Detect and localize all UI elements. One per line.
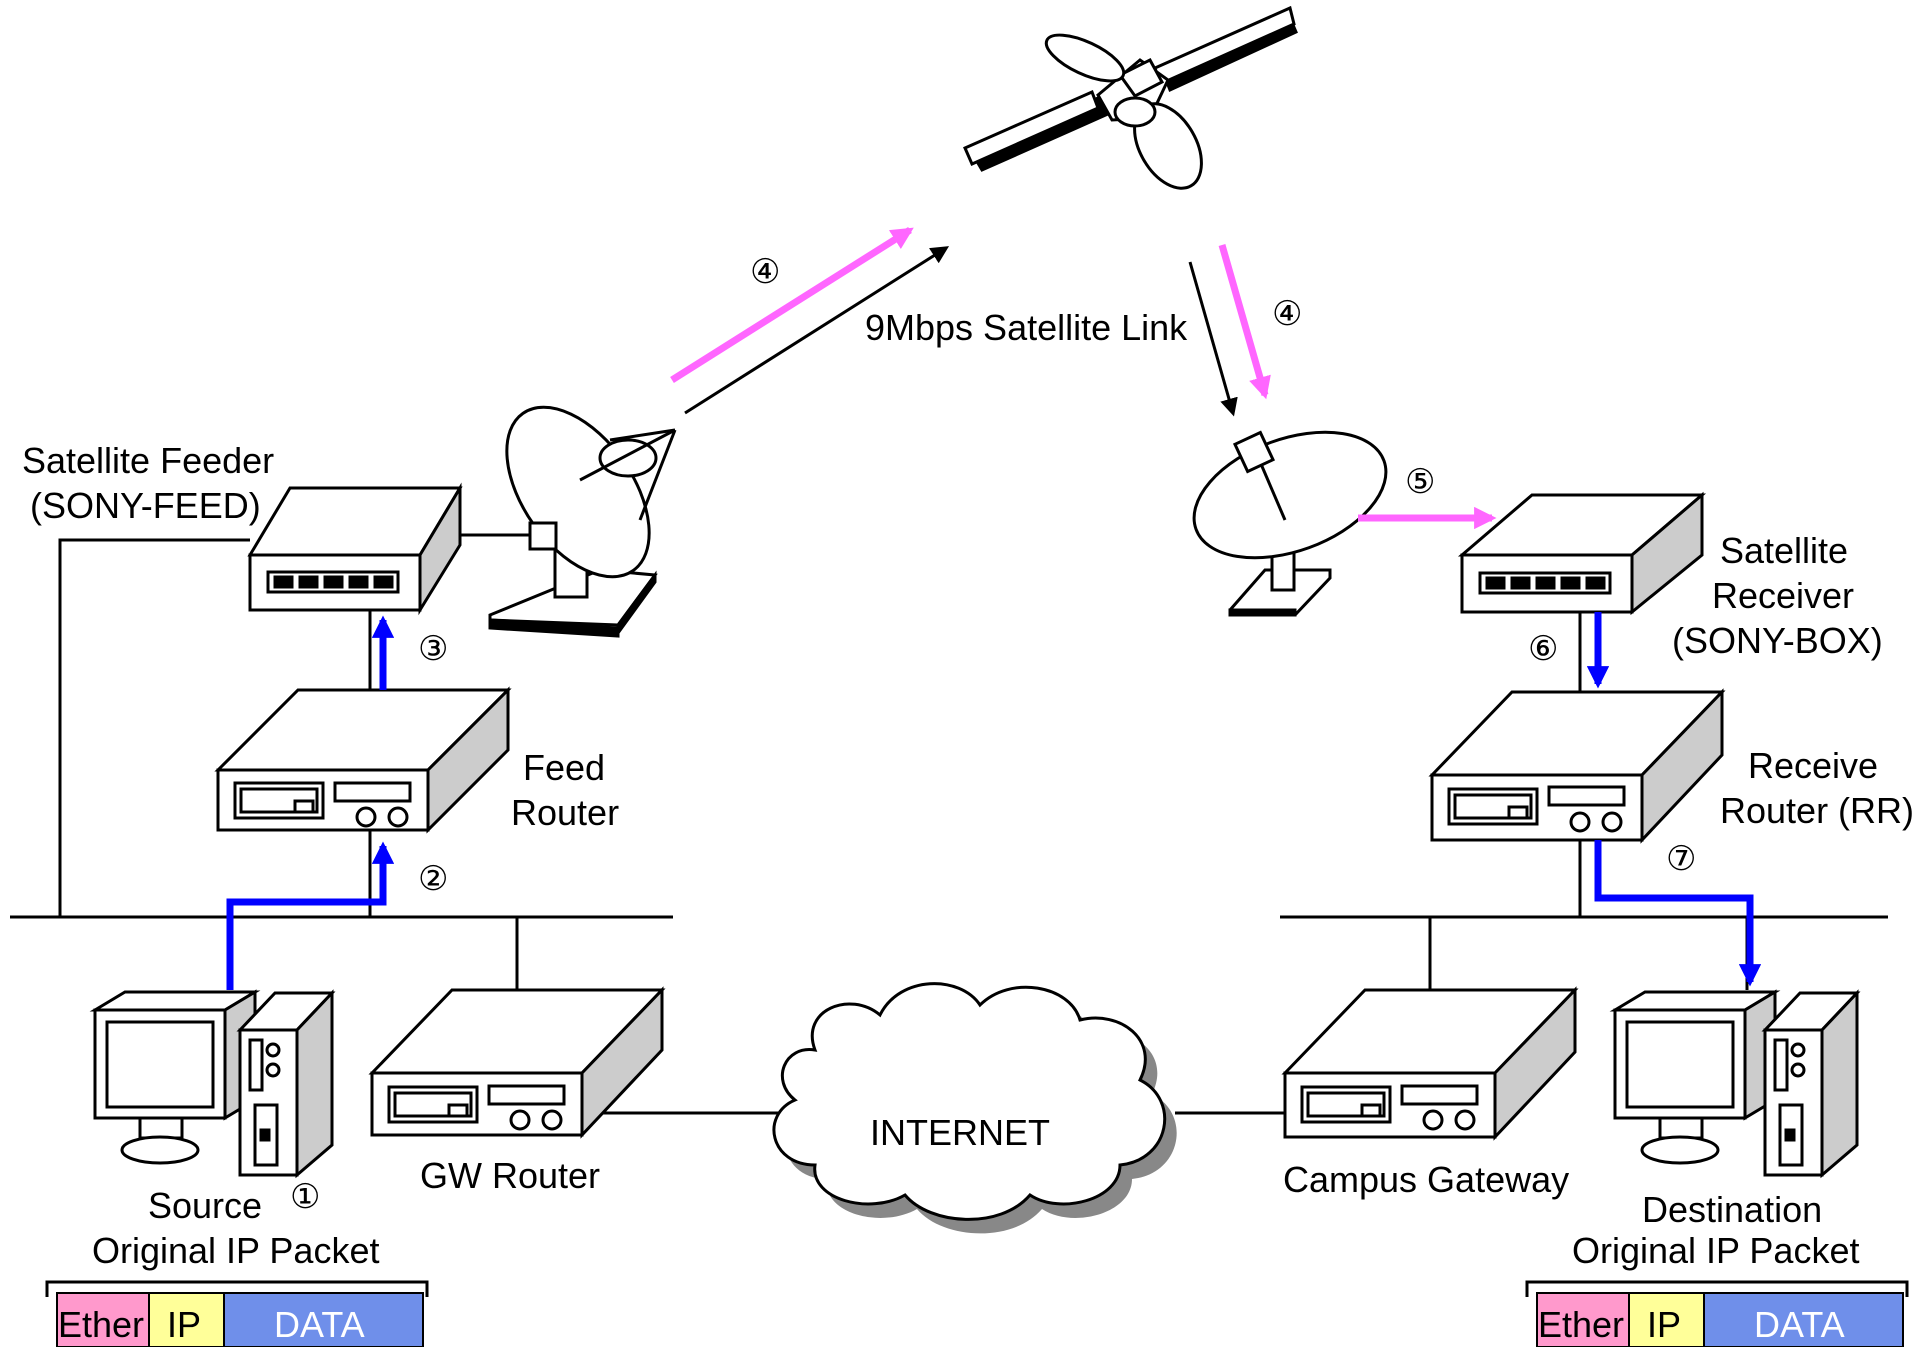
destination-computer-icon	[1609, 989, 1861, 1179]
receive-router-label-line2: Router (RR)	[1720, 790, 1914, 831]
source-computer-icon	[89, 989, 336, 1179]
gw-router-label: GW Router	[420, 1155, 600, 1196]
gw-router-device	[368, 986, 666, 1139]
receiver-label-line1: Satellite	[1720, 530, 1848, 571]
step-1-marker: ①	[290, 1177, 320, 1217]
feed-router-device	[214, 686, 512, 834]
feeder-label-line1: Satellite Feeder	[22, 440, 274, 481]
step-2-marker: ②	[418, 859, 448, 899]
campus-gateway-label: Campus Gateway	[1283, 1159, 1569, 1200]
feeder-label-line2: (SONY-FEED)	[30, 485, 261, 526]
campus-gateway-device	[1281, 986, 1579, 1141]
source-packet-ether-cell	[56, 1292, 150, 1347]
source-packet-data-label: DATA	[274, 1304, 365, 1345]
feeder-lan-cable	[58, 538, 250, 917]
source-packet: Ether IP DATA	[45, 1280, 429, 1347]
step-6-marker: ⑥	[1528, 629, 1558, 669]
uplink-packet-arrow	[670, 227, 914, 383]
dest-packet-ether-label: Ether	[1538, 1304, 1624, 1345]
feed-router-label-line2: Router	[511, 792, 619, 833]
internet-label: INTERNET	[870, 1112, 1050, 1153]
feed-router-label-line1: Feed	[523, 747, 605, 788]
source-packet-data-cell	[223, 1292, 424, 1347]
source-packet-ip-label: IP	[167, 1304, 201, 1345]
destination-label-line1: Destination	[1642, 1189, 1822, 1230]
receive-router-device	[1428, 688, 1726, 844]
source-label-line1: Source	[148, 1185, 262, 1226]
flow-arrow-source-to-router	[226, 841, 395, 990]
downlink-signal-arrow	[1188, 261, 1238, 417]
receive-router-label-line1: Receive	[1748, 745, 1878, 786]
uplink-signal-arrow	[684, 246, 950, 415]
receiver-label-line2: Receiver	[1712, 575, 1854, 616]
flow-arrow-rr-to-destination	[1594, 840, 1762, 987]
internet-cloud-icon	[772, 982, 1177, 1234]
uplink-dish-icon	[488, 405, 677, 638]
step-7-marker: ⑦	[1666, 839, 1696, 879]
satellite-feeder-device	[247, 482, 463, 616]
downlink-dish-icon	[1192, 430, 1388, 617]
destination-packet: Ether IP DATA	[1525, 1280, 1909, 1347]
satellite-link-label: 9Mbps Satellite Link	[865, 307, 1188, 348]
receiver-label-line3: (SONY-BOX)	[1672, 620, 1883, 661]
step-4-downlink-marker: ④	[1272, 294, 1302, 334]
step-3-marker: ③	[418, 629, 448, 669]
dest-packet-ip-label: IP	[1647, 1304, 1681, 1345]
dest-packet-data-label: DATA	[1754, 1304, 1845, 1345]
satellite-icon	[963, 5, 1298, 190]
step-5-marker: ⑤	[1405, 462, 1435, 502]
destination-label-line2: Original IP Packet	[1572, 1230, 1859, 1271]
source-label-line2: Original IP Packet	[92, 1230, 379, 1271]
satellite-receiver-device	[1457, 491, 1707, 616]
downlink-packet-arrow	[1218, 244, 1271, 400]
dest-packet-data-cell	[1703, 1292, 1904, 1347]
source-packet-ether-label: Ether	[58, 1304, 144, 1345]
step-4-uplink-marker: ④	[750, 252, 780, 292]
dest-packet-ip-cell	[1628, 1292, 1705, 1347]
